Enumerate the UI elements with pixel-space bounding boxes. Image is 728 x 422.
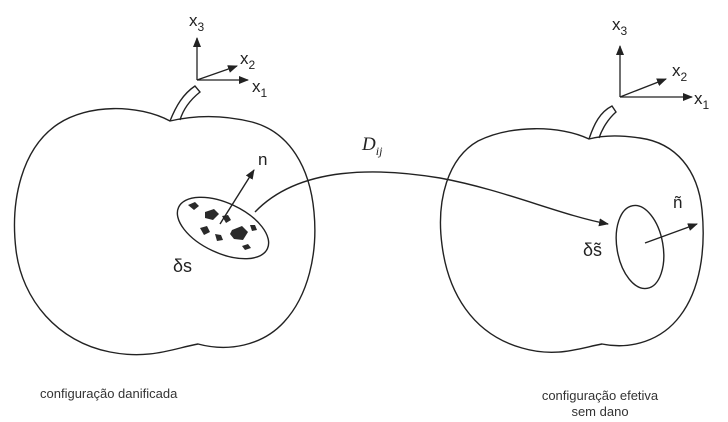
effective-apple <box>439 105 704 354</box>
right-axes <box>616 45 693 101</box>
caption-effective: configuração efetiva sem dano <box>530 388 670 420</box>
right-x2-label: x2 <box>672 61 688 84</box>
right-apple-outline <box>439 128 704 354</box>
right-normal-label: ñ <box>673 193 682 212</box>
left-normal-arrow <box>219 169 255 225</box>
left-x1-label: x1 <box>252 77 268 100</box>
right-apple-stem <box>588 105 617 140</box>
damage-voids <box>188 202 257 250</box>
right-normal-arrow <box>644 223 698 244</box>
left-normal-label: n <box>258 150 267 169</box>
left-x3-label: x3 <box>189 11 205 34</box>
damaged-surface <box>176 196 270 260</box>
left-x2-label: x2 <box>240 49 256 72</box>
left-axes <box>193 37 249 84</box>
mapping-arrow <box>254 171 609 227</box>
right-surface-label: δs̃ <box>583 240 602 260</box>
effective-surface <box>615 204 665 290</box>
damaged-apple <box>13 85 316 356</box>
caption-effective-line1: configuração efetiva <box>541 388 659 403</box>
caption-damaged: configuração danificada <box>40 386 178 401</box>
right-x3-label: x3 <box>612 15 628 38</box>
left-apple-stem <box>169 85 201 122</box>
right-x1-label: x1 <box>694 89 710 112</box>
left-apple-outline <box>13 107 316 356</box>
left-surface-label: δs <box>173 256 192 276</box>
caption-effective-line2: sem dano <box>571 404 629 419</box>
mapping-label: Dij <box>361 134 383 158</box>
